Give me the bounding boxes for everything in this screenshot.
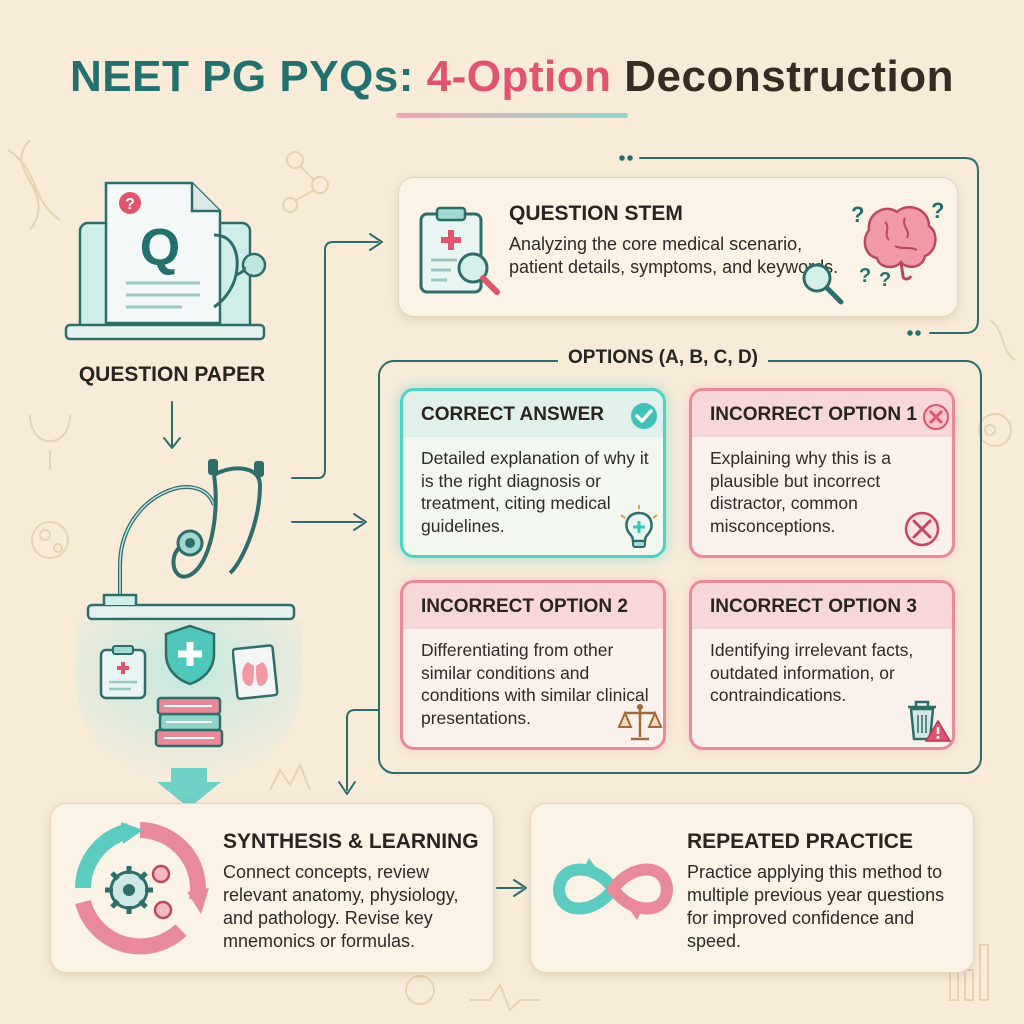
incorrect-option-1-card: INCORRECT OPTION 1 Explaining why this i… xyxy=(689,388,955,558)
synthesis-title: SYNTHESIS & LEARNING xyxy=(223,830,479,853)
question-paper-icon: Q ? xyxy=(64,181,267,341)
svg-text:?: ? xyxy=(879,269,891,290)
infinity-icon xyxy=(552,858,674,920)
x-icon xyxy=(923,404,949,430)
question-badge: ? xyxy=(125,196,135,213)
incorrect-option-2-title: INCORRECT OPTION 2 xyxy=(403,583,663,629)
question-stem-title: QUESTION STEM xyxy=(509,202,683,225)
correct-answer-card: CORRECT ANSWER Detailed explanation of w… xyxy=(400,388,666,558)
lightbulb-icon xyxy=(620,505,658,548)
brain-icon: ? ? ? ? xyxy=(851,198,944,290)
check-icon xyxy=(631,403,657,429)
synthesis-card: SYNTHESIS & LEARNING Connect concepts, r… xyxy=(50,803,494,973)
question-stem-card: QUESTION STEM Analyzing the core medical… xyxy=(398,177,958,317)
options-label: OPTIONS (A, B, C, D) xyxy=(558,347,768,369)
incorrect-option-3-text: Identifying irrelevant facts, outdated i… xyxy=(710,640,914,705)
clipboard-small-icon xyxy=(99,645,147,700)
cancel-circle-icon xyxy=(904,511,940,547)
incorrect-option-1-title: INCORRECT OPTION 1 xyxy=(692,391,952,437)
incorrect-option-3-title: INCORRECT OPTION 3 xyxy=(692,583,952,629)
title-part-1: NEET PG PYQs: xyxy=(70,52,414,101)
question-stem-text: Analyzing the core medical scenario, pat… xyxy=(509,234,839,277)
svg-text:?: ? xyxy=(859,265,871,287)
incorrect-option-2-text: Differentiating from other similar condi… xyxy=(421,640,649,728)
lung-xray-icon xyxy=(232,644,279,701)
trash-warning-icon xyxy=(908,700,952,742)
scales-icon xyxy=(617,704,663,741)
correct-answer-text: Detailed explanation of why it is the ri… xyxy=(421,448,649,536)
page-title: NEET PG PYQs: 4-Option Deconstruction xyxy=(0,52,1024,102)
title-part-3: Deconstruction xyxy=(624,52,954,101)
doc-letter: Q xyxy=(140,219,180,277)
incorrect-option-3-card: INCORRECT OPTION 3 Identifying irrelevan… xyxy=(689,580,955,750)
practice-title: REPEATED PRACTICE xyxy=(687,830,913,853)
clipboard-icon xyxy=(419,206,500,295)
incorrect-option-1-text: Explaining why this is a plausible but i… xyxy=(710,448,891,536)
synthesis-text: Connect concepts, review relevant anatom… xyxy=(223,862,459,951)
stethoscope-icon xyxy=(86,459,296,621)
cycle-gears-icon xyxy=(75,822,209,955)
books-icon xyxy=(154,696,224,748)
magnifier-icon xyxy=(802,263,844,305)
practice-card: REPEATED PRACTICE Practice applying this… xyxy=(530,803,974,973)
svg-text:?: ? xyxy=(931,198,944,223)
svg-text:?: ? xyxy=(851,202,864,227)
shield-cross-icon xyxy=(164,624,216,686)
practice-text: Practice applying this method to multipl… xyxy=(687,862,945,951)
title-underline xyxy=(396,113,628,118)
correct-answer-title: CORRECT ANSWER xyxy=(403,391,663,437)
title-part-2: 4-Option xyxy=(426,52,612,101)
question-paper-label: QUESTION PAPER xyxy=(78,363,266,386)
incorrect-option-2-card: INCORRECT OPTION 2 Differentiating from … xyxy=(400,580,666,750)
